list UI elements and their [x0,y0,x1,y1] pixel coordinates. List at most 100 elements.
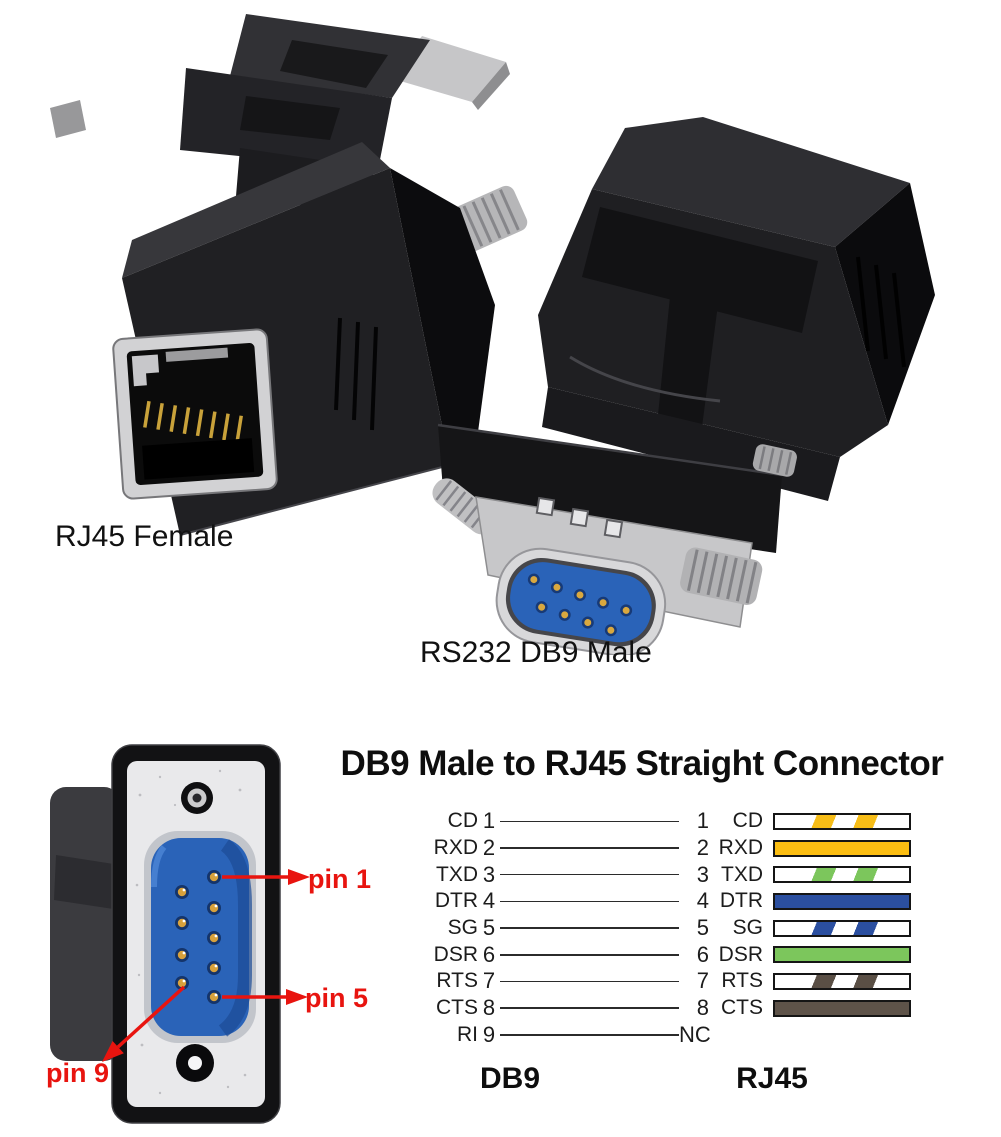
rj45-signal-label: TXD [721,862,763,886]
pin1-label: pin 1 [308,864,372,894]
db9-pin-number: 3 [482,861,496,887]
rj45-signal-label: CTS [721,996,763,1020]
rj45-female-adapter-photo [50,14,528,536]
wire-line [500,873,679,876]
db9-signal-label: CTS [436,996,478,1020]
wire-line [500,900,679,903]
db9-pin-number: 7 [482,968,496,994]
plate-square-holes [535,496,624,539]
wire-line [500,1007,679,1009]
vent-slits [334,317,378,431]
rj45-signal-label: SG [732,916,763,940]
wire-color-swatch [773,812,911,830]
wire-line [500,820,679,823]
rj45-pin-number: 7 [696,968,709,994]
db9-pins [175,870,221,1004]
wire-color-swatch [773,892,911,910]
connector-hood-side [50,787,120,1061]
rj45-column-header: RJ45 [736,1062,808,1095]
rj45-pin-number: 2 [696,835,709,861]
rj45-pin-number: 6 [696,941,709,967]
db9-signal-label: CD [447,809,478,833]
hood-recess [280,40,388,88]
wire-color-swatch [773,946,911,964]
pin-annotation-arrows [102,869,310,1062]
pin1-arrowhead [288,869,310,885]
db9-signal-label: RTS [436,969,478,993]
db9-pin-number: 9 [482,1021,496,1047]
vent-slits [856,256,906,368]
box-top-face [592,117,910,247]
pin9-arrowhead [102,1041,124,1062]
wire-color-swatch [773,866,911,884]
wire-color-swatch [773,999,911,1017]
wire-line [500,1034,679,1036]
pin9-label: pin 9 [46,1058,110,1088]
db9-signal-label: TXD [436,862,478,886]
box-right-face [390,168,495,465]
db9-pin-number: 5 [482,915,496,941]
db9-male-connector [495,547,667,655]
rj45-signal-label: RTS [721,969,763,993]
bottom-screw [176,1044,214,1082]
left-adapter-caption: RJ45 Female [55,520,234,553]
rj45-pin-number: 8 [696,995,709,1021]
rj45-latch-notch [131,354,160,387]
db9-pin-number: 4 [482,888,496,914]
box-top-face [122,142,390,278]
diagram-title: DB9 Male to RJ45 Straight Connector [340,744,944,783]
db9-face-photo [50,744,310,1124]
db9-flange [438,425,782,553]
pin5-arrowhead [286,989,308,1005]
rj45-port [112,328,278,500]
db9-pin-number: 2 [482,835,496,861]
wire-color-swatch [773,919,911,937]
db9-signal-label: SG [447,916,478,940]
thumbscrew-upper-right [752,444,797,477]
thumbscrew-right [680,547,763,605]
db9-signal-label: RXD [433,836,478,860]
rj45-signal-label: RXD [718,836,763,860]
rj45-pin-number: NC [679,1021,711,1047]
db9-pins [527,573,633,637]
pin5-label: pin 5 [305,983,369,1013]
db9-signal-label: DSR [433,942,478,966]
wire-line [500,927,679,929]
wire-color-swatch [773,839,911,857]
right-adapter-caption: RS232 DB9 Male [420,636,652,669]
db9-signal-label: DTR [434,889,478,913]
top-screw [181,782,213,814]
wire-line [500,847,679,849]
rs232-db9-male-adapter-photo [432,117,935,655]
wire-line [500,980,679,983]
db9-pin-number: 6 [482,941,496,967]
box-right-face [835,183,935,425]
rj45-pin-number: 3 [696,861,709,887]
rj45-signal-label: CD [732,809,763,833]
db9-column-header: DB9 [479,1062,540,1095]
rj45-signal-label: DTR [719,889,763,913]
rj45-pin-number: 4 [696,888,709,914]
db9-signal-label: RI [457,1022,478,1046]
front-recess-channel [658,277,720,427]
rj45-signal-label: DSR [718,942,763,966]
front-recess-band [582,207,818,333]
db9-pin-number: 8 [482,995,496,1021]
dsub-blue-insert [151,838,249,1036]
rj45-pin-number: 5 [696,915,709,941]
wire-color-swatch [773,972,911,990]
wire-line [500,954,679,956]
db9-pin-number: 1 [482,808,496,834]
